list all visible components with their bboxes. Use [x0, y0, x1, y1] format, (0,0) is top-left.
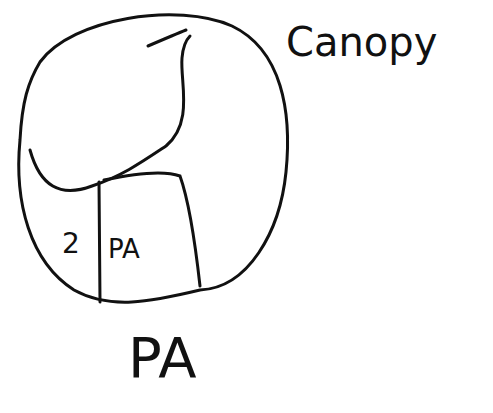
inner-boundary: [30, 36, 190, 191]
title-label: Canopy: [286, 22, 437, 62]
region-boundary: [104, 173, 200, 286]
divider-line: [99, 182, 100, 302]
top-arc: [148, 30, 186, 46]
canopy-outline: [19, 15, 288, 302]
region-label: PA: [108, 236, 140, 262]
region-label: PA: [128, 330, 197, 386]
region-number: 2: [62, 230, 80, 258]
